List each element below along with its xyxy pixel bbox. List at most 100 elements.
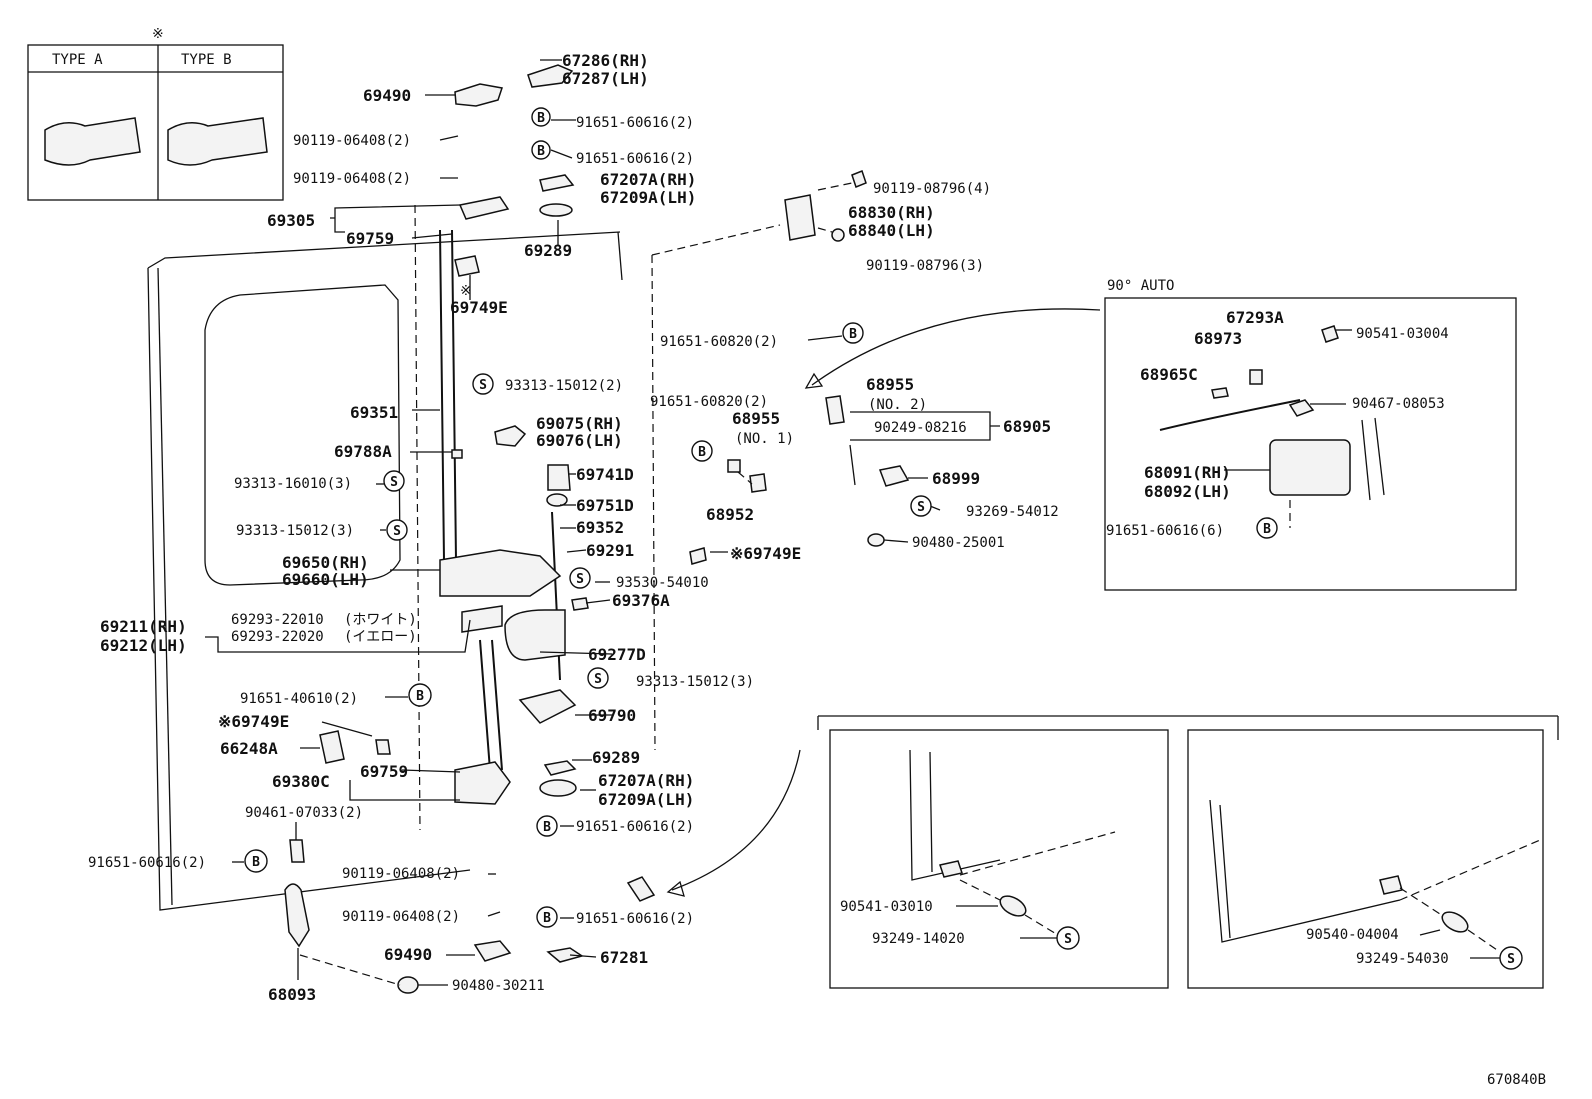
label-69352: 69352 <box>576 518 624 537</box>
label-67293A: 67293A <box>1226 308 1284 327</box>
lever-69075-icon <box>494 425 527 447</box>
label-69293-22010: 69293-22010 <box>231 612 324 628</box>
label-69751D: 69751D <box>576 496 634 515</box>
bolt-90541-03004-icon <box>1321 325 1339 343</box>
label-69749E-mid: ※69749E <box>730 544 801 563</box>
label-69790: 69790 <box>588 706 636 725</box>
callout-b-1-text: B <box>537 111 545 126</box>
door-panel <box>147 204 781 911</box>
label-68955-no1: 68955 <box>732 409 780 428</box>
label-90480-25001: 90480-25001 <box>912 535 1005 551</box>
label-93249-54030: 93249-54030 <box>1356 951 1449 967</box>
label-68973: 68973 <box>1194 329 1242 348</box>
cable-68965C-icon <box>1159 399 1301 431</box>
callout-b-8-text: B <box>252 855 260 870</box>
type-a-clip-icon <box>44 117 141 166</box>
label-69650: 69650(RH) <box>282 553 369 572</box>
label-66248A: 66248A <box>220 739 278 758</box>
bumper-69289-low-icon <box>539 779 577 797</box>
label-69305: 69305 <box>267 211 315 230</box>
callouts: B B B S B S S S B S B S B B B S S <box>244 107 1523 970</box>
bumper-90480-25001-icon <box>867 533 885 547</box>
label-69376A: 69376A <box>612 591 670 610</box>
clip-69376A-icon <box>571 597 589 611</box>
callout-b-2-text: B <box>537 144 545 159</box>
callout-s-5 <box>569 567 591 589</box>
bolt-90119-08796-icon <box>851 170 867 188</box>
bracket-67286-icon <box>527 64 574 88</box>
label-69289-low: 69289 <box>592 748 640 767</box>
label-69741D: 69741D <box>576 465 634 484</box>
label-69212: 69212(LH) <box>100 636 187 655</box>
note-mark: ※ <box>152 26 164 42</box>
callout-b-2 <box>531 140 551 160</box>
clip-69749E-low-icon <box>375 739 391 755</box>
label-67207A-top: 67207A(RH) <box>600 170 696 189</box>
label-68830: 68830(RH) <box>848 203 935 222</box>
clip-69749E-icon <box>454 255 480 277</box>
type-b-label: TYPE B <box>181 52 232 68</box>
figure-code: 670840B <box>1487 1072 1546 1088</box>
label-69749E-low: ※69749E <box>218 712 289 731</box>
lock-69650-icon <box>439 549 562 597</box>
label-90119-06408-c: 90119-06408(2) <box>342 866 460 882</box>
callout-b-1 <box>531 107 551 127</box>
label-69277D: 69277D <box>588 645 646 664</box>
callout-b-6 <box>408 683 432 707</box>
label-90119-06408-b: 90119-06408(2) <box>293 171 411 187</box>
leader-lines <box>205 59 1000 986</box>
stopper-icon <box>626 876 656 902</box>
label-91651-60616-c: 91651-60616(2) <box>576 819 694 835</box>
label-no1: (NO. 1) <box>735 431 794 447</box>
label-69660: 69660(LH) <box>282 570 369 589</box>
label-91651-60616-b: 91651-60616(2) <box>576 151 694 167</box>
label-91651-40610: 91651-40610(2) <box>240 691 358 707</box>
label-67209A-top: 67209A(LH) <box>600 188 696 207</box>
label-91651-60616-e: 91651-60616(2) <box>576 911 694 927</box>
note-mark-69749E: ※ <box>460 283 472 299</box>
callout-s-6 <box>587 667 609 689</box>
type-inset: ※ TYPE A TYPE B <box>27 26 284 201</box>
striker-68955-no1-icon <box>727 459 767 493</box>
label-67286: 67286(RH) <box>562 51 649 70</box>
label-91651-60616-f: 91651-60616(6) <box>1106 523 1224 539</box>
label-67207A-low: 67207A(RH) <box>598 771 694 790</box>
callout-b-5-text: B <box>1263 522 1271 537</box>
callout-s-2 <box>383 470 405 492</box>
callout-b-3-text: B <box>849 327 857 342</box>
label-90541-03010: 90541-03010 <box>840 899 933 915</box>
label-68840: 68840(LH) <box>848 221 935 240</box>
inside-handle-69277D-icon <box>504 609 566 661</box>
label-69076: 69076(LH) <box>536 431 623 450</box>
label-93313-15012-c: 93313-15012(3) <box>636 674 754 690</box>
label-90480-30211: 90480-30211 <box>452 978 545 994</box>
label-68905: 68905 <box>1003 417 1051 436</box>
label-69759-top: 69759 <box>346 229 394 248</box>
handle-68093-icon <box>284 883 310 948</box>
bushing-69751D-icon <box>546 493 568 507</box>
label-90467-08053: 90467-08053 <box>1352 396 1445 412</box>
bumper-68999-icon <box>878 465 910 487</box>
callout-s-4 <box>910 495 932 517</box>
callout-s-7 <box>1056 926 1080 950</box>
label-68092: 68092(LH) <box>1144 482 1231 501</box>
label-68091: 68091(RH) <box>1144 463 1231 482</box>
callout-s-3 <box>386 519 408 541</box>
label-91651-60616-a: 91651-60616(2) <box>576 115 694 131</box>
auto-inset: 90° AUTO <box>1104 278 1517 591</box>
callout-s-1 <box>472 373 494 395</box>
label-69380C: 69380C <box>272 772 330 791</box>
label-69293-22020: 69293-22020 <box>231 629 324 645</box>
label-69351: 69351 <box>350 403 398 422</box>
clip-69788A-icon <box>451 449 463 459</box>
striker-68955-no2-icon <box>825 395 845 425</box>
label-67287: 67287(LH) <box>562 69 649 88</box>
callout-b-5 <box>1256 517 1278 539</box>
hinge-68830-icon <box>784 194 816 241</box>
label-90249-08216: 90249-08216 <box>874 420 967 436</box>
mechanism <box>284 64 910 994</box>
label-68955-no2: 68955 <box>866 375 914 394</box>
type-b-clip-icon <box>167 117 268 166</box>
label-68093: 68093 <box>268 985 316 1004</box>
hinge-90461-icon <box>289 839 305 863</box>
